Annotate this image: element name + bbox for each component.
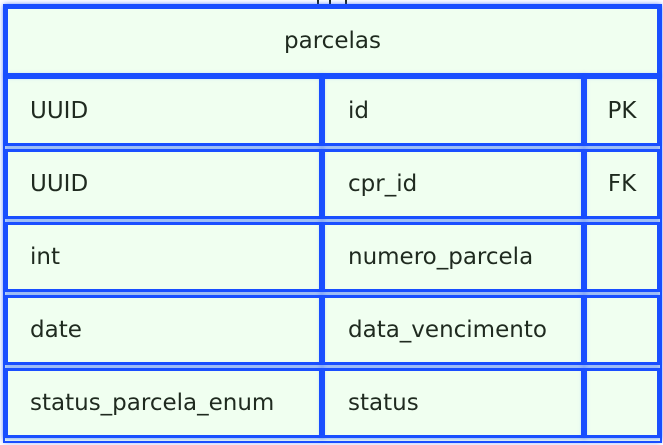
attribute-type: UUID [5,149,322,219]
entity-title: parcelas [5,6,660,76]
attribute-type: date [5,295,322,365]
attribute-row: status_parcela_enum status [5,368,660,438]
attribute-row: int numero_parcela [5,222,660,292]
attribute-name: numero_parcela [322,222,584,292]
attribute-type: UUID [5,76,322,146]
attribute-row: UUID cpr_id FK [5,149,660,219]
attribute-name: data_vencimento [322,295,584,365]
attribute-key: PK [584,76,660,146]
attribute-key [584,295,660,365]
attribute-name: id [322,76,584,146]
relationship-connector [317,0,347,6]
attribute-type: status_parcela_enum [5,368,322,438]
attribute-row: date data_vencimento [5,295,660,365]
attribute-key: FK [584,149,660,219]
attribute-row: UUID id PK [5,76,660,146]
attribute-key [584,368,660,438]
attribute-type: int [5,222,322,292]
attribute-name: cpr_id [322,149,584,219]
attribute-key [584,222,660,292]
entity-table-parcelas[interactable]: parcelas UUID id PK UUID cpr_id FK int n… [5,6,660,441]
attribute-name: status [322,368,584,438]
